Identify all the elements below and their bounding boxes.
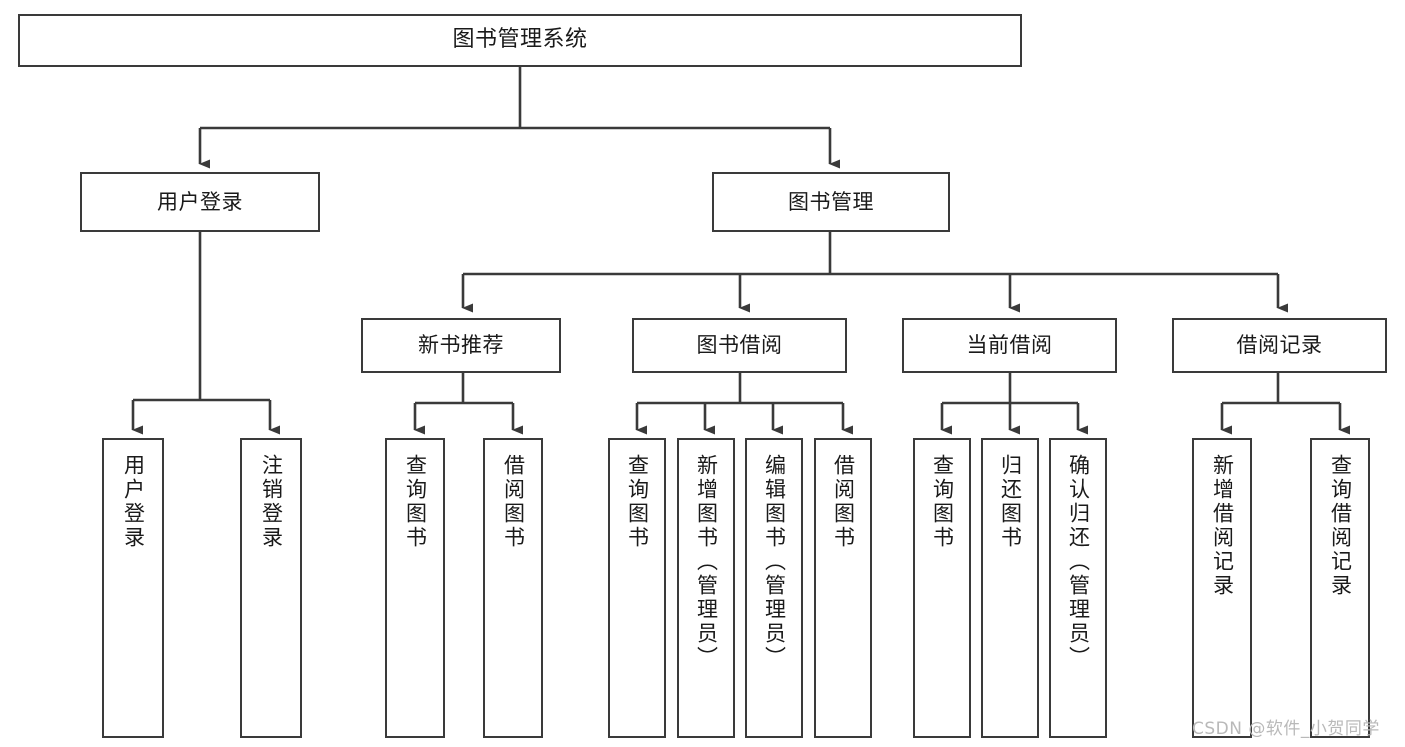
node-label: 查询图书 [930,454,955,550]
leaf-edit-book-admin[interactable]: 编辑图书（管理员） [745,438,803,738]
node-label: 查询图书 [625,454,650,550]
node-label: 借阅图书 [501,454,526,550]
leaf-query-borrow-record[interactable]: 查询借阅记录 [1310,438,1370,738]
leaf-add-borrow-record[interactable]: 新增借阅记录 [1192,438,1252,738]
node-label: 图书管理 [788,189,874,214]
node-book-borrow[interactable]: 图书借阅 [632,318,847,373]
node-user-login[interactable]: 用户登录 [80,172,320,232]
node-book-management[interactable]: 图书管理 [712,172,950,232]
node-label: 查询借阅记录 [1328,454,1353,598]
leaf-borrow-book[interactable]: 借阅图书 [814,438,872,738]
node-label: 借阅图书 [831,454,856,550]
leaf-query-book-current[interactable]: 查询图书 [913,438,971,738]
node-borrow-record[interactable]: 借阅记录 [1172,318,1387,373]
leaf-query-book-recommend[interactable]: 查询图书 [385,438,445,738]
node-root-system[interactable]: 图书管理系统 [18,14,1022,67]
node-label: 查询图书 [403,454,428,550]
leaf-user-login[interactable]: 用户登录 [102,438,164,738]
leaf-logout[interactable]: 注销登录 [240,438,302,738]
leaf-add-book-admin[interactable]: 新增图书（管理员） [677,438,735,738]
node-label: 确认归还（管理员） [1066,454,1091,670]
node-label: 编辑图书（管理员） [762,454,787,670]
csdn-watermark: CSDN @软件_小贺同学 [1192,719,1380,739]
node-label: 用户登录 [121,454,146,550]
leaf-return-book[interactable]: 归还图书 [981,438,1039,738]
node-label: 新书推荐 [418,333,504,358]
node-label: 当前借阅 [966,333,1053,358]
leaf-query-book-borrow[interactable]: 查询图书 [608,438,666,738]
node-label: 注销登录 [259,454,284,550]
node-current-borrow[interactable]: 当前借阅 [902,318,1117,373]
node-label: 借阅记录 [1236,333,1323,358]
node-label: 新增图书（管理员） [694,454,719,670]
node-new-book-recommend[interactable]: 新书推荐 [361,318,561,373]
node-label: 新增借阅记录 [1210,454,1235,598]
node-label: 用户登录 [157,189,243,214]
leaf-borrow-book-recommend[interactable]: 借阅图书 [483,438,543,738]
leaf-confirm-return-admin[interactable]: 确认归还（管理员） [1049,438,1107,738]
node-label: 归还图书 [998,454,1023,550]
node-label: 图书借阅 [696,333,783,358]
node-label: 图书管理系统 [452,27,588,53]
